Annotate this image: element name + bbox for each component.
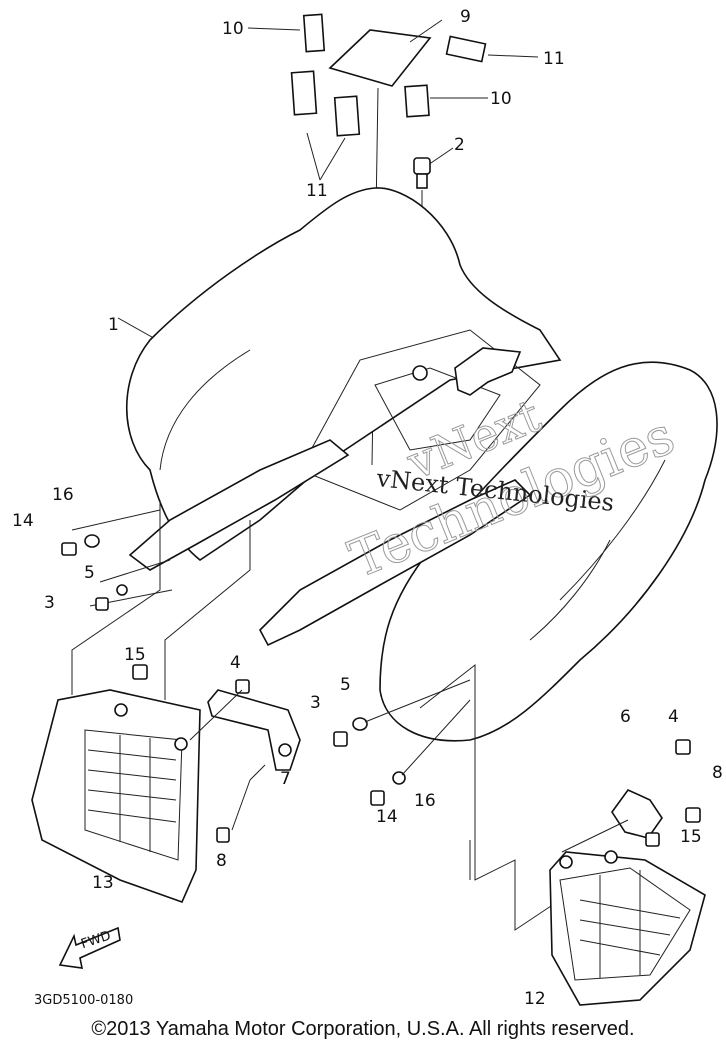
bracket-right [561, 739, 701, 853]
callout-15: 15 [124, 645, 146, 665]
callouts: 10 9 11 10 11 2 1 16 14 5 3 15 4 7 8 13 … [12, 7, 723, 1009]
bolt-2 [413, 157, 431, 189]
mud-flap-left [31, 664, 201, 904]
callout-16: 16 [414, 791, 436, 811]
callout-1: 1 [108, 315, 119, 335]
hardware-left [61, 500, 251, 700]
callout-11: 11 [306, 181, 328, 201]
callout-6: 6 [620, 707, 631, 727]
callout-14: 14 [12, 511, 34, 531]
hardware-center [333, 663, 561, 931]
callout-11: 11 [543, 49, 565, 69]
decal-label-11-right [445, 35, 487, 63]
callout-8: 8 [712, 763, 723, 783]
callout-14: 14 [376, 807, 398, 827]
callout-4: 4 [668, 707, 679, 727]
decal-group [290, 13, 487, 137]
copyright-notice: ©2013 Yamaha Motor Corporation, U.S.A. A… [91, 1018, 635, 1040]
bracket-left [189, 679, 301, 843]
decal-label-11-left-b [333, 95, 361, 137]
mud-flap-right [549, 832, 706, 1006]
decal-label-9 [328, 29, 432, 87]
callout-12: 12 [524, 989, 546, 1009]
callout-16: 16 [52, 485, 74, 505]
callout-5: 5 [84, 563, 95, 583]
callout-3: 3 [44, 593, 55, 613]
callout-5: 5 [340, 675, 351, 695]
callout-10: 10 [222, 19, 244, 39]
callout-3: 3 [310, 693, 321, 713]
callout-9: 9 [460, 7, 471, 27]
rear-fender [126, 187, 718, 742]
callout-10: 10 [490, 89, 512, 109]
fwd-arrow-icon: FWD [58, 926, 121, 969]
callout-4: 4 [230, 653, 241, 673]
decal-label-10-right [404, 84, 430, 118]
parts-diagram: FWD 10 9 11 10 11 2 1 16 14 5 3 15 4 7 8… [12, 7, 723, 1009]
decal-label-10-left [302, 13, 326, 53]
callout-13: 13 [92, 873, 114, 893]
callout-7: 7 [280, 769, 291, 789]
decal-label-11-left-a [290, 70, 318, 116]
callout-8: 8 [216, 851, 227, 871]
callout-15: 15 [680, 827, 702, 847]
callout-2: 2 [454, 135, 465, 155]
diagram-code: 3GD5100-0180 [34, 993, 133, 1008]
